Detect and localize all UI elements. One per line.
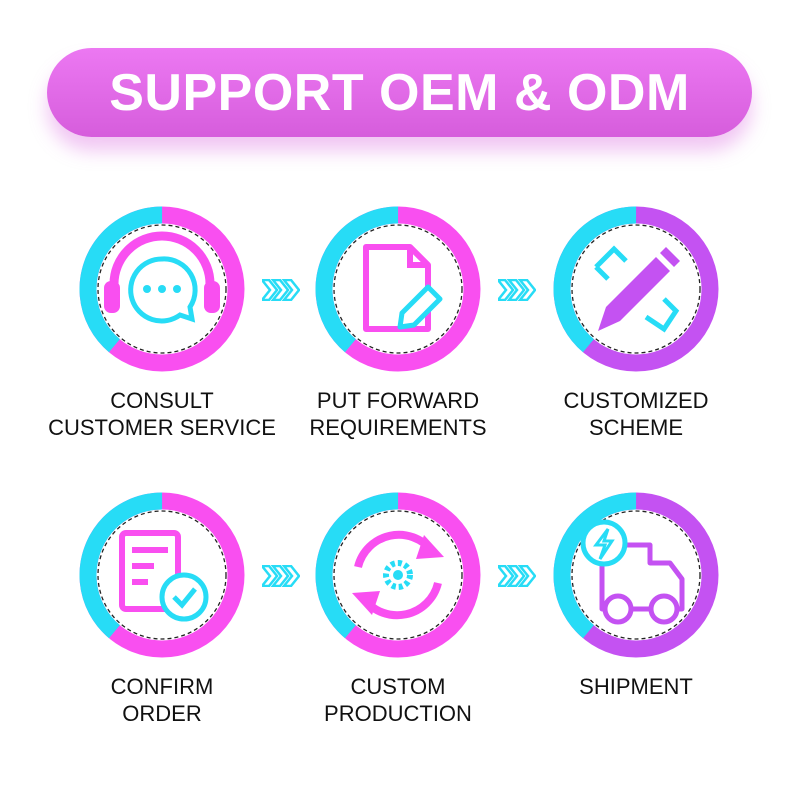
step-put-forward-requirements: PUT FORWARD REQUIREMENTS [278,197,518,440]
headset-chat-icon [104,231,220,324]
step-ring [553,206,719,372]
delivery-truck-icon [580,519,685,625]
step-label-line1: CUSTOM [350,674,446,699]
step-label-line1: CONSULT [110,388,214,413]
step-ring [315,206,481,372]
step-label-line2: REQUIREMENTS [309,415,487,440]
step-label-line1: CUSTOMIZED [563,388,709,413]
step-label: PUT FORWARD REQUIREMENTS [278,387,518,441]
step-confirm-order: CONFIRM ORDER [42,483,282,726]
order-check-icon [119,530,209,622]
step-ring [79,206,245,372]
step-label-line1: CONFIRM [110,674,214,699]
title-banner: SUPPORT OEM & ODM [47,48,752,137]
step-label-line2: ORDER [122,701,202,726]
step-customized-scheme: CUSTOMIZED SCHEME [516,197,756,440]
step-consult-customer-service: CONSULT CUSTOMER SERVICE [42,197,282,440]
step-ring [79,492,245,658]
gear-cycle-icon [352,530,444,620]
step-ring [315,492,481,658]
step-label: CONFIRM ORDER [42,673,282,727]
step-ring [553,492,719,658]
chevrons-right-icon [495,564,537,588]
step-label-line1: PUT FORWARD [316,388,480,413]
step-shipment: SHIPMENT [516,483,756,699]
step-label: CONSULT CUSTOMER SERVICE [42,387,282,441]
chevrons-right-icon [495,278,537,302]
step-label: CUSTOM PRODUCTION [278,673,518,727]
step-label: SHIPMENT [516,673,756,700]
step-label-line2: PRODUCTION [324,701,472,726]
step-label-line2: CUSTOMER SERVICE [48,415,276,440]
step-label-line1: SHIPMENT [579,674,693,699]
chevrons-right-icon [259,564,301,588]
banner-title: SUPPORT OEM & ODM [109,63,690,122]
step-label-line2: SCHEME [588,415,684,440]
step-custom-production: CUSTOM PRODUCTION [278,483,518,726]
step-label: CUSTOMIZED SCHEME [516,387,756,441]
pencil-ruler-icon [594,245,680,333]
chevrons-right-icon [259,278,301,302]
document-edit-icon [363,244,443,332]
